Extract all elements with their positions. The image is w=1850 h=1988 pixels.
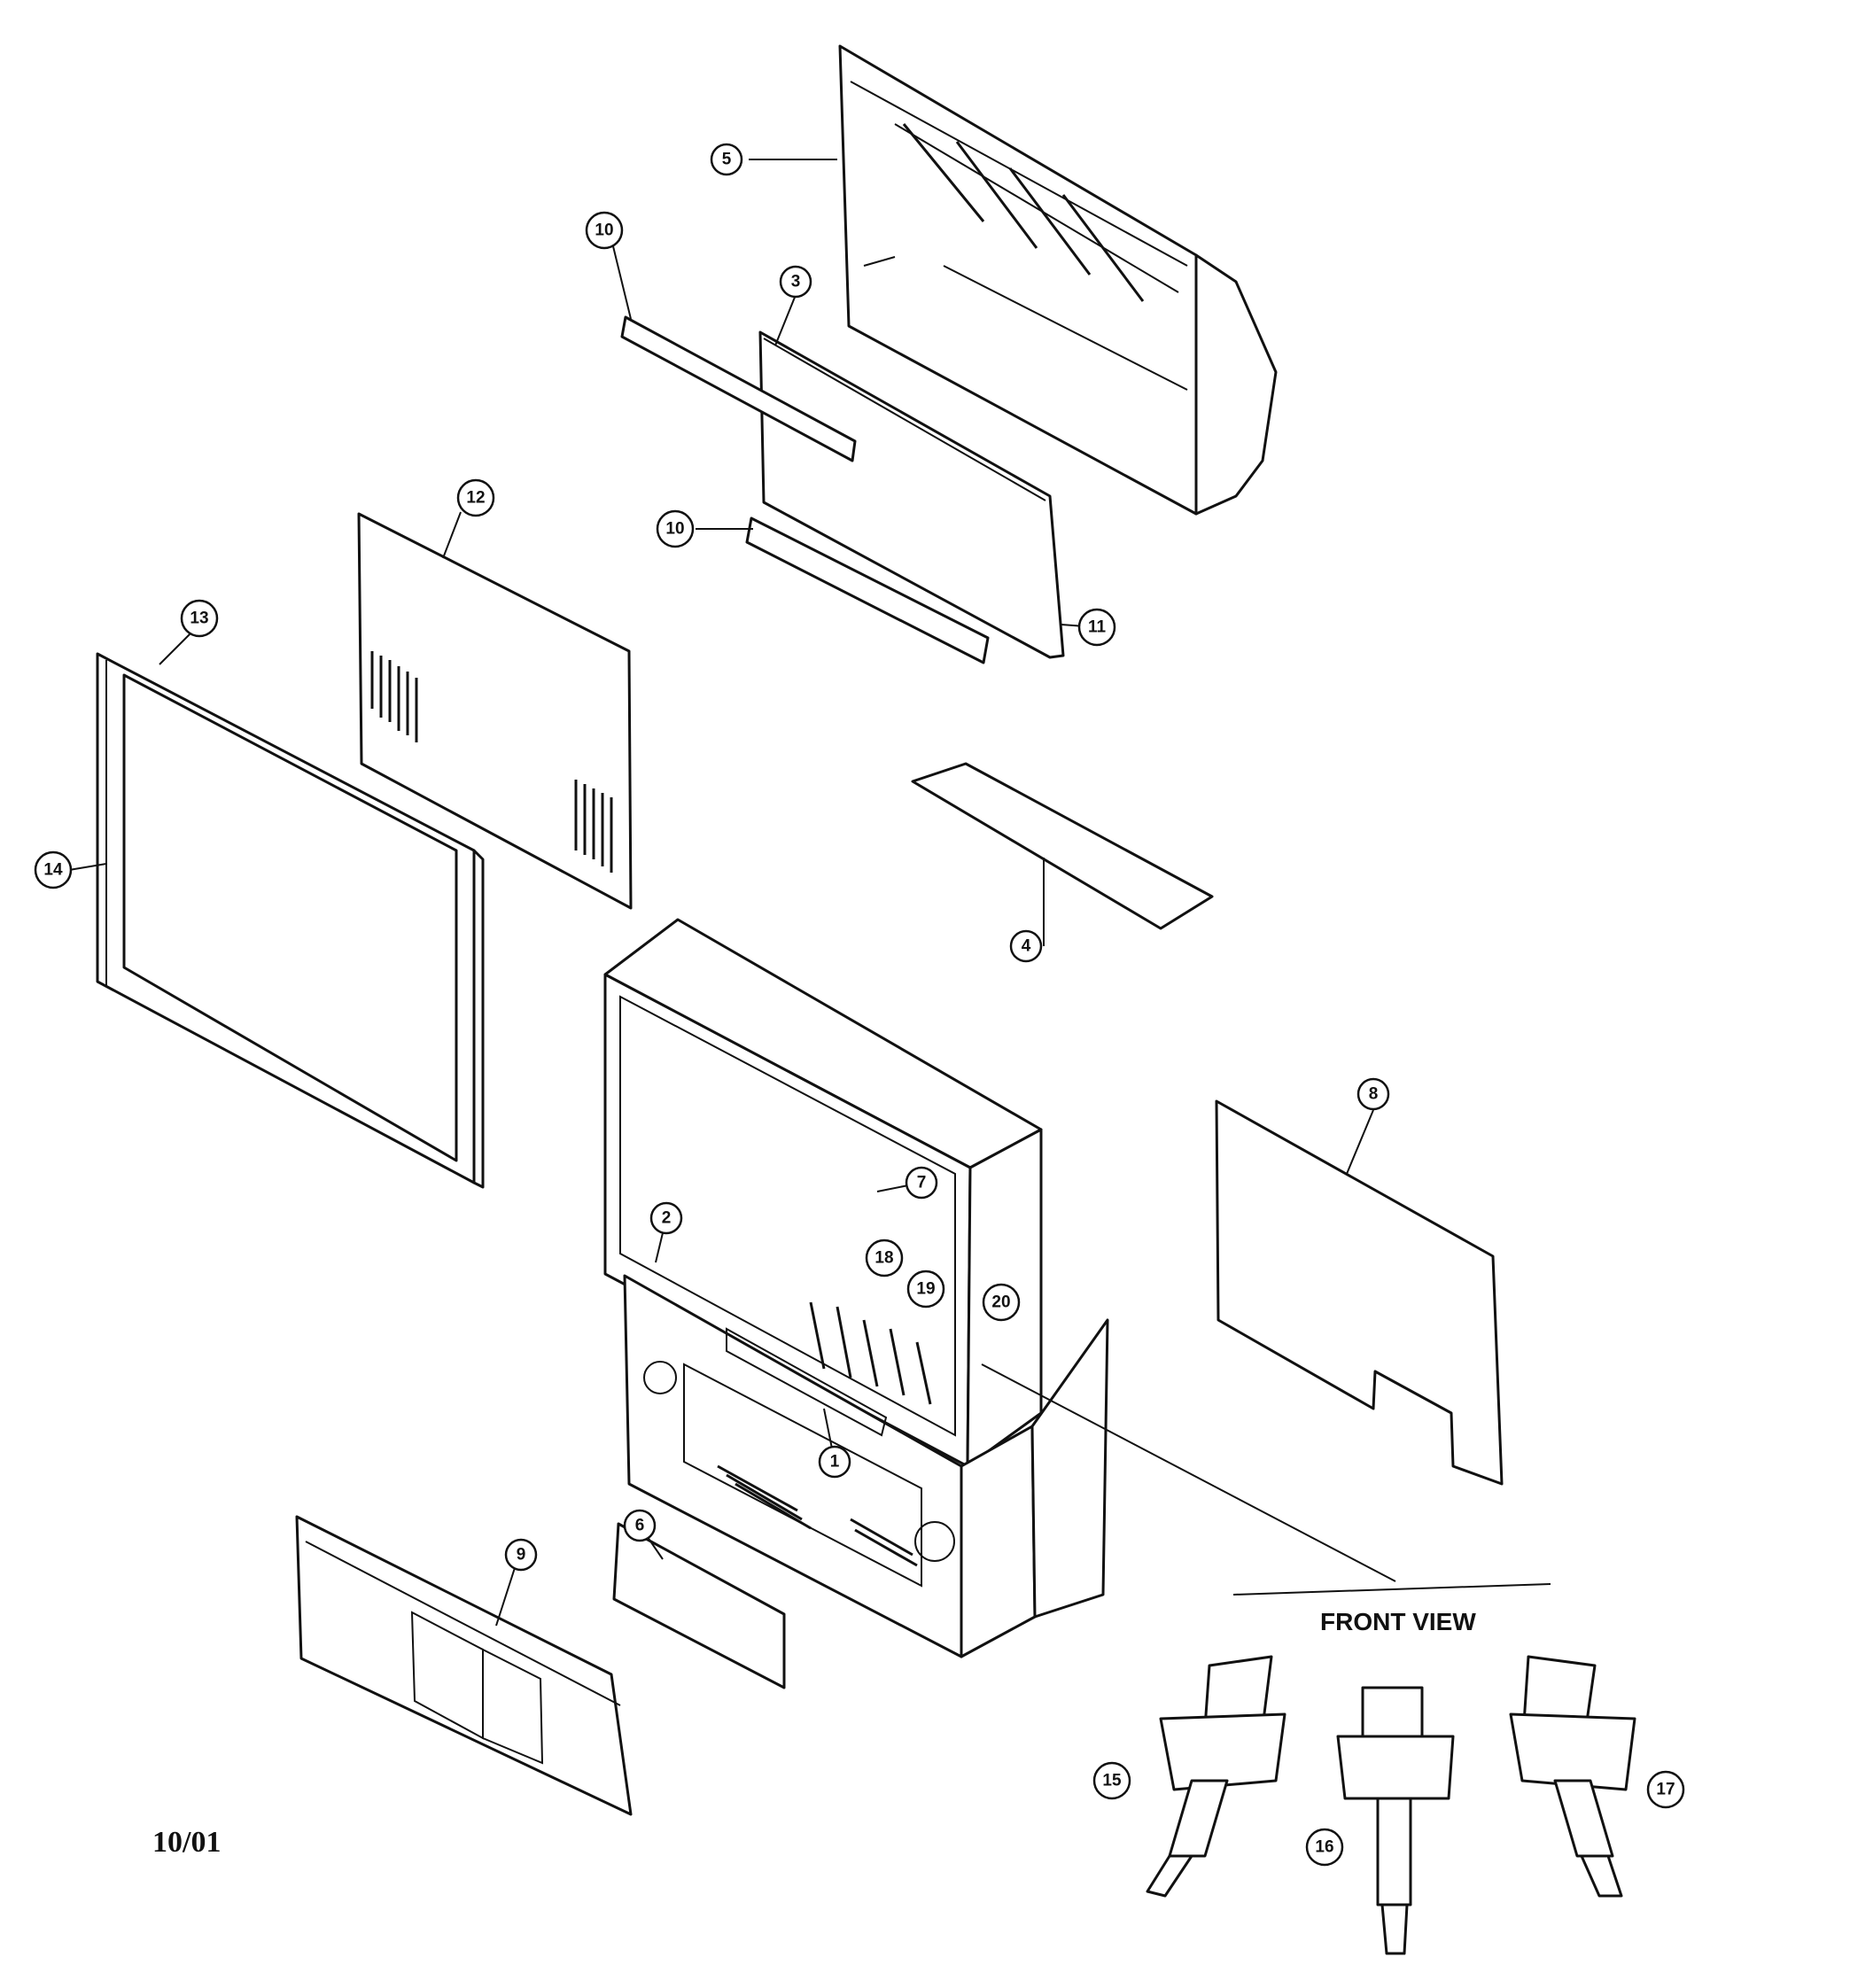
callout-1-label: 1	[830, 1453, 840, 1472]
part-17-tube	[1509, 1655, 1636, 1898]
vent-slots-left	[370, 651, 418, 742]
part-10-bracket-lower	[745, 516, 990, 664]
callout-20: 20	[982, 1283, 1021, 1322]
callout-6: 6	[623, 1509, 657, 1542]
callout-14-label: 14	[43, 861, 63, 880]
callout-3: 3	[779, 265, 812, 299]
callout-9: 9	[504, 1538, 538, 1572]
callout-18: 18	[865, 1239, 904, 1277]
callout-4-label: 4	[1022, 937, 1031, 956]
callout-10-lower: 10	[656, 509, 695, 548]
tube-cluster	[726, 1301, 932, 1437]
callout-19: 19	[906, 1270, 945, 1309]
callout-7-label: 7	[917, 1174, 927, 1192]
main-cabinet	[603, 918, 1109, 1658]
callout-16-label: 16	[1315, 1838, 1333, 1857]
callout-17: 17	[1646, 1770, 1685, 1809]
callout-8: 8	[1356, 1077, 1390, 1111]
callout-2-label: 2	[662, 1209, 672, 1228]
cabinet-lower	[623, 1274, 1109, 1658]
part-6-panel	[612, 1522, 786, 1689]
part-10-bracket-upper	[620, 315, 857, 462]
callout-10-lower-label: 10	[665, 520, 684, 539]
part-5-rear-cover	[838, 44, 1278, 516]
callout-5: 5	[710, 143, 743, 176]
callout-11-label: 11	[1088, 618, 1107, 637]
callout-11: 11	[1077, 608, 1116, 647]
part-16-tube	[1336, 1686, 1455, 1955]
callout-2: 2	[649, 1201, 683, 1235]
part-13-14-screen-frame	[96, 652, 485, 1189]
front-view-label: FRONT VIEW	[1320, 1608, 1476, 1635]
part-8-back-cover	[1215, 1099, 1504, 1486]
part-15-tube	[1146, 1655, 1286, 1898]
callout-5-label: 5	[722, 151, 732, 169]
callout-6-label: 6	[635, 1517, 645, 1535]
callout-15: 15	[1092, 1761, 1131, 1800]
callout-12-label: 12	[466, 489, 485, 508]
callout-19-label: 19	[916, 1280, 935, 1299]
callout-9-label: 9	[517, 1546, 526, 1565]
callout-10-upper: 10	[585, 211, 624, 250]
callout-10-upper-label: 10	[595, 221, 613, 240]
callout-17-label: 17	[1656, 1781, 1675, 1799]
callout-13-label: 13	[190, 610, 208, 628]
date-stamp: 10/01	[152, 1826, 221, 1859]
callout-20-label: 20	[991, 1293, 1010, 1312]
vent-slots-right	[574, 780, 613, 873]
part-12-rear-panel	[357, 512, 633, 910]
callout-4: 4	[1009, 929, 1043, 963]
callout-12: 12	[456, 478, 495, 517]
front-view-divider	[1232, 1583, 1551, 1596]
callout-18-label: 18	[874, 1249, 893, 1268]
callout-3-label: 3	[791, 273, 801, 291]
callout-13: 13	[180, 599, 219, 638]
callout-7: 7	[905, 1166, 938, 1200]
part-9-front-grille	[295, 1515, 633, 1816]
callout-15-label: 15	[1102, 1772, 1122, 1790]
part-4-plate	[911, 762, 1214, 930]
part-3-mirror	[758, 330, 1065, 659]
callout-16: 16	[1305, 1828, 1344, 1867]
callout-1: 1	[818, 1445, 851, 1479]
callout-8-label: 8	[1369, 1085, 1379, 1104]
callout-14: 14	[34, 850, 73, 889]
